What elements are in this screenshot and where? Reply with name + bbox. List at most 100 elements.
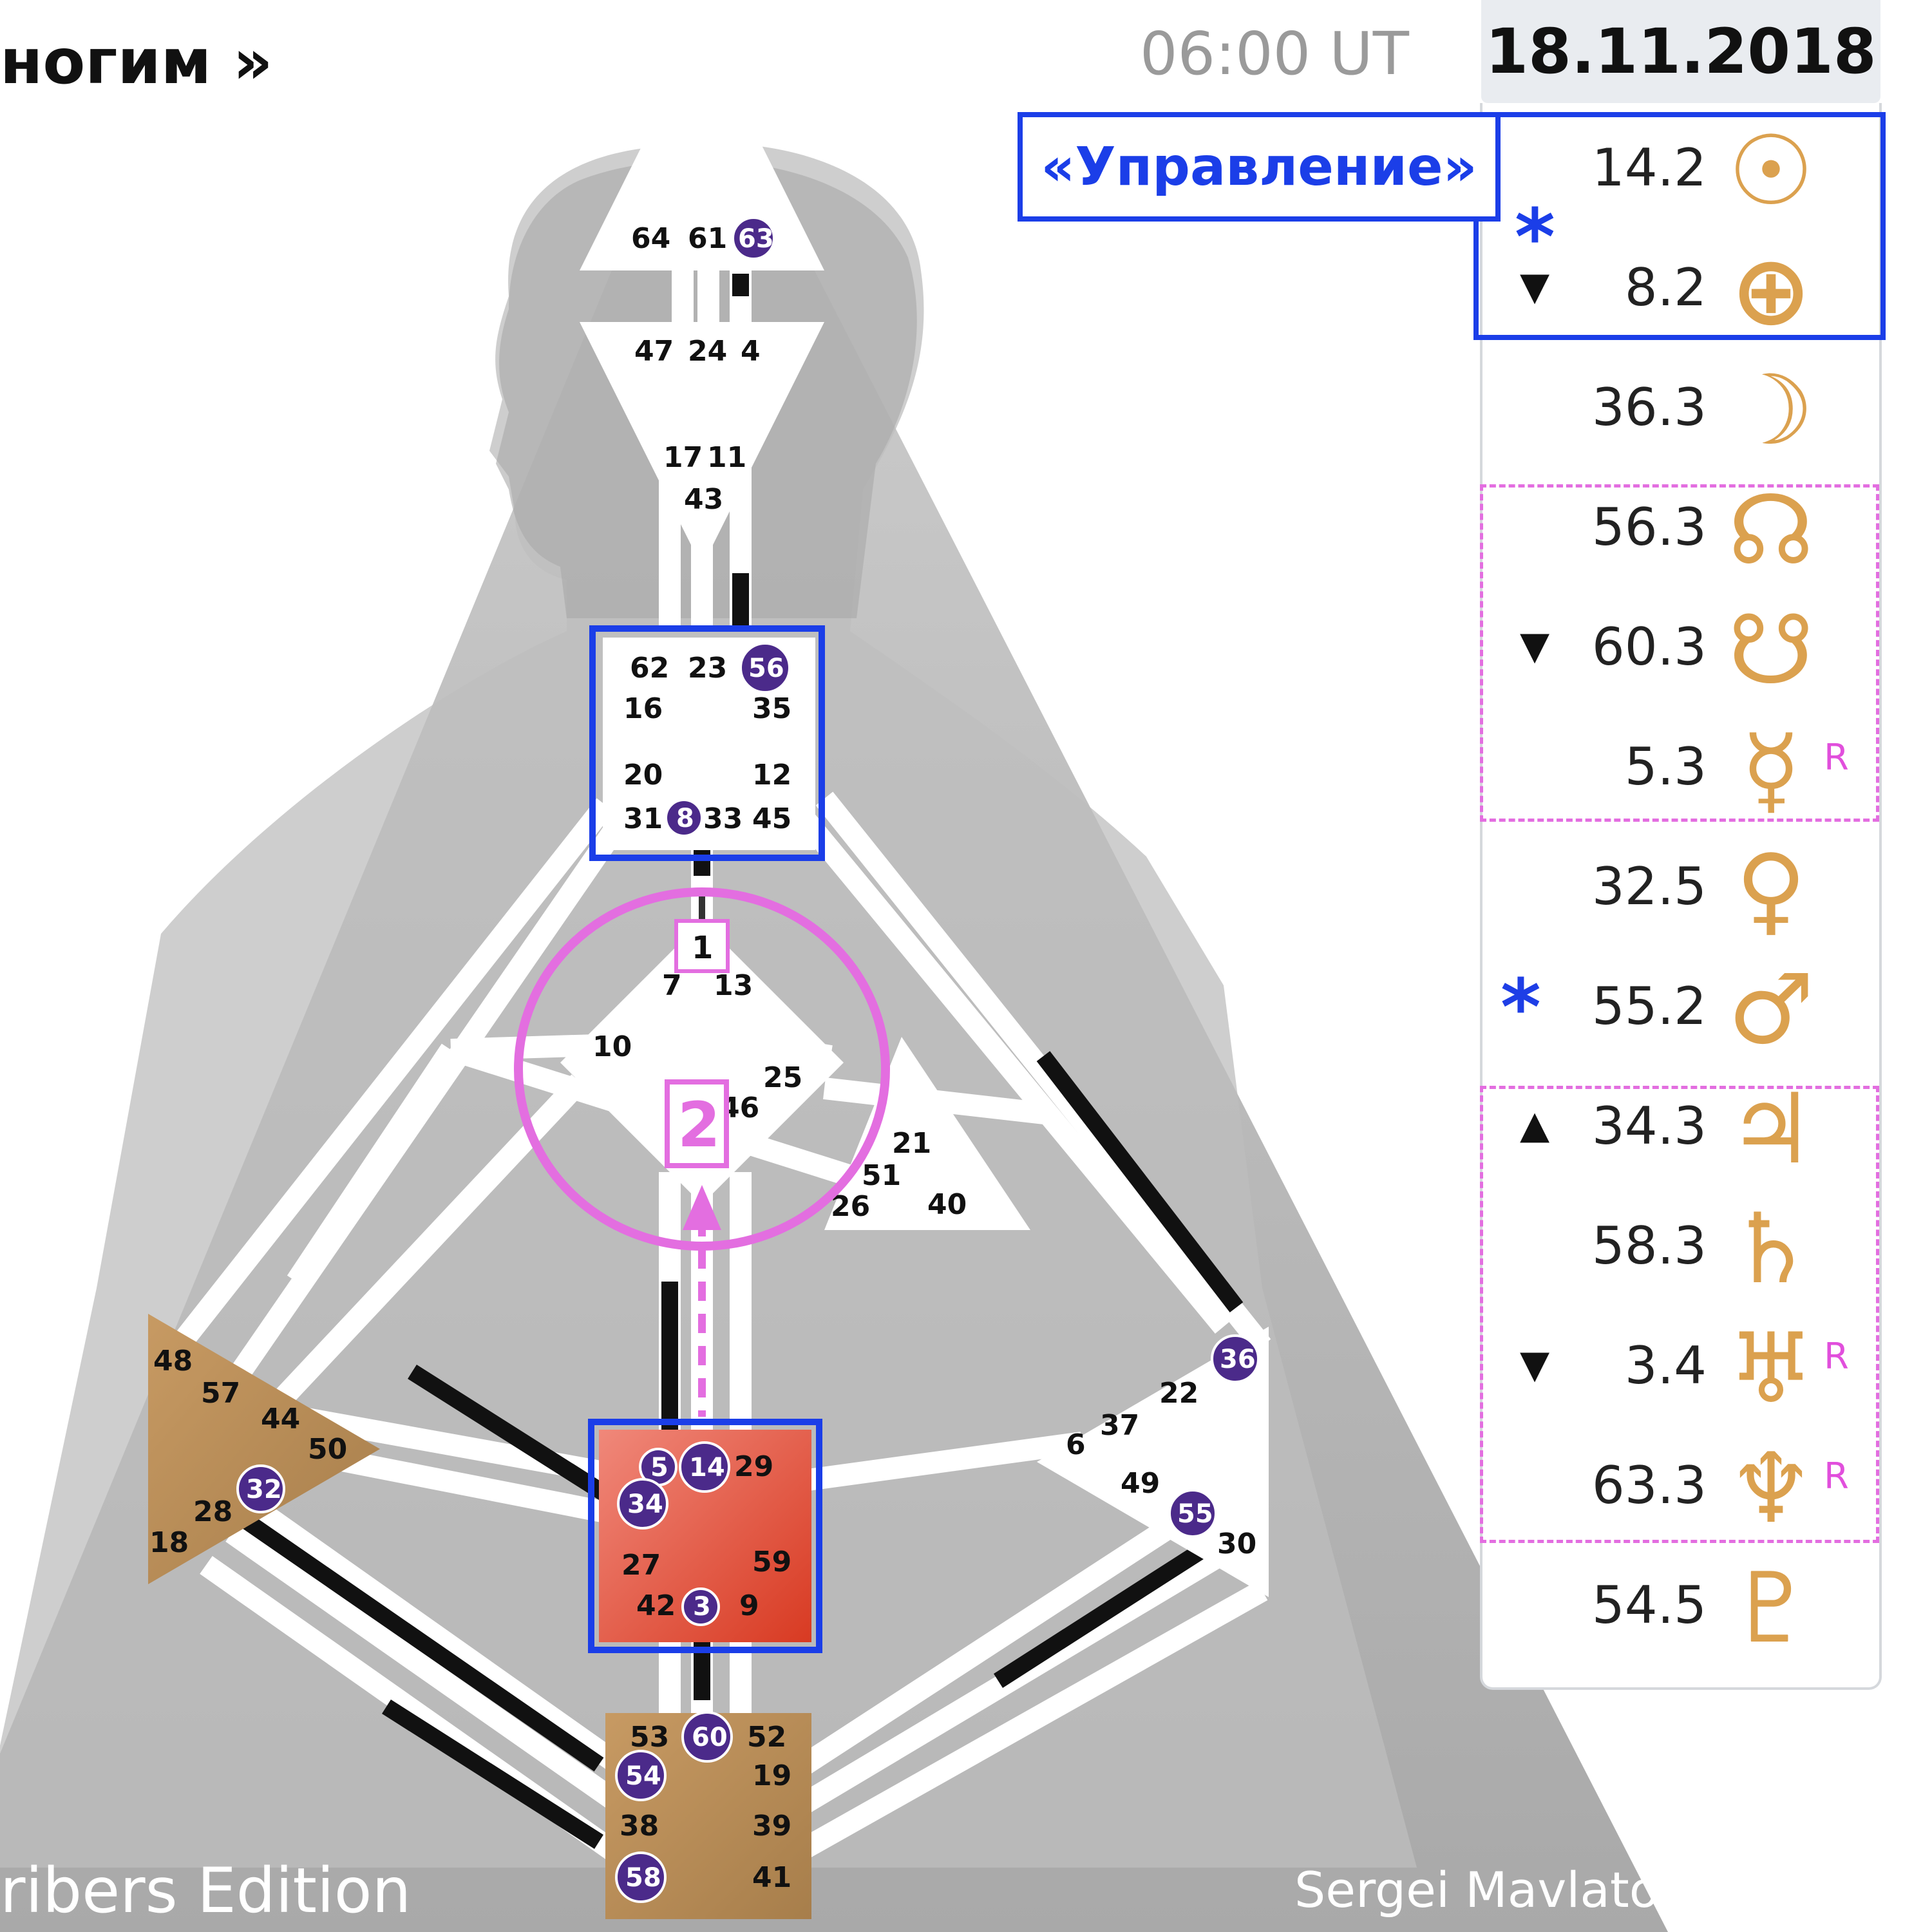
gate-10: 10: [592, 1030, 632, 1063]
active-gate-marker: [681, 1711, 733, 1763]
planet-value: 54.5: [1591, 1575, 1707, 1635]
planet-row: 54.5 ♇: [1481, 1549, 1880, 1669]
gate-55: 55: [1177, 1499, 1213, 1529]
throat-gates: 62 23 56 16 35 20 12 31 8 33 45: [623, 642, 791, 837]
chart-date: 18.11.2018: [1481, 0, 1880, 103]
planet-value: 58.3: [1591, 1216, 1707, 1276]
gate-20: 20: [623, 759, 663, 791]
gate-3: 3: [693, 1592, 711, 1622]
planet-row: *55.2♂: [1481, 951, 1880, 1070]
active-gate-marker: [1211, 1334, 1260, 1383]
retrograde-marker: R: [1824, 1336, 1849, 1378]
solar-plexus-gates: 36 22 37 6 49 55 30: [1066, 1334, 1260, 1560]
gate-12: 12: [752, 759, 791, 791]
gate-36: 36: [1220, 1345, 1256, 1374]
gate-18: 18: [149, 1526, 189, 1559]
planet-panel: [1480, 103, 1882, 1690]
sacral-gates: 5 14 29 34 27 59 42 3 9: [617, 1441, 791, 1626]
planet-value: 8.2: [1624, 258, 1707, 317]
gate-39: 39: [752, 1810, 791, 1842]
gate-38: 38: [620, 1810, 659, 1842]
gate-5: 5: [650, 1453, 668, 1482]
gate-31: 31: [623, 802, 663, 835]
spleen-gates: 48 57 44 50 32 28 18: [149, 1345, 347, 1559]
planet-row: 58.3♄: [1481, 1190, 1880, 1310]
planet-value: 34.3: [1591, 1096, 1707, 1156]
marker-2-label: 2: [677, 1089, 721, 1161]
gate-27: 27: [621, 1549, 661, 1582]
gate-4: 4: [741, 335, 761, 368]
gate-34: 34: [627, 1490, 663, 1519]
south-node-icon: ☋: [1728, 594, 1814, 706]
planet-row: 56.3☊: [1481, 471, 1880, 591]
gate-61: 61: [688, 222, 727, 255]
gate-40: 40: [927, 1188, 967, 1221]
planet-value: 55.2: [1591, 976, 1707, 1036]
gate-47: 47: [634, 335, 674, 368]
gate-53: 53: [630, 1721, 669, 1754]
gate-63: 63: [738, 224, 774, 254]
sacral-highlight-frame: [588, 1419, 822, 1653]
gate-37: 37: [1100, 1409, 1139, 1442]
jupiter-icon: ♃: [1727, 1074, 1815, 1186]
planet-row: ▲ 34.3 ♃: [1481, 1070, 1880, 1190]
gate-23: 23: [688, 652, 727, 685]
gate-25: 25: [763, 1061, 802, 1094]
gate-35: 35: [752, 692, 791, 725]
gate-51: 51: [862, 1159, 901, 1192]
chart-date-text: 18.11.2018: [1485, 15, 1877, 88]
throat-highlight-frame: [589, 625, 825, 861]
outer-planets-frame: [1480, 1086, 1879, 1543]
earth-star-marker: *: [1515, 193, 1555, 283]
planet-row: 14.2 ☉: [1481, 112, 1880, 232]
planet-row: ▼60.3☋: [1481, 591, 1880, 711]
marker-1-box: [674, 919, 730, 973]
marker-1-label: 1: [692, 930, 713, 966]
gate-33: 33: [703, 802, 743, 835]
time-ut: 06:00 UT: [1140, 19, 1409, 88]
planet-row: 5.3☿R: [1481, 711, 1880, 831]
planet-row: 32.5♀: [1481, 831, 1880, 951]
planet-value: 14.2: [1591, 138, 1707, 198]
head-center: [580, 26, 824, 270]
direction-marker: ▼: [1520, 623, 1550, 668]
gate-44: 44: [261, 1403, 300, 1435]
direction-marker: ▼: [1520, 1342, 1550, 1387]
star-marker: *: [1501, 963, 1541, 1053]
g-center-annotation-circle: [514, 887, 890, 1251]
direction-marker: ▲: [1520, 1103, 1550, 1148]
ajna-center: [580, 322, 824, 567]
neptune-icon: ♆: [1727, 1433, 1815, 1545]
gate-22: 22: [1159, 1377, 1198, 1410]
marker-2-box: [665, 1079, 729, 1168]
pink-arrow-head: [683, 1185, 721, 1230]
gate-41: 41: [752, 1861, 791, 1894]
gate-64: 64: [631, 222, 670, 255]
gate-57: 57: [201, 1377, 240, 1410]
gate-17: 17: [663, 441, 703, 474]
gate-11: 11: [707, 441, 746, 474]
planet-value: 63.3: [1591, 1455, 1707, 1515]
gate-32: 32: [246, 1475, 282, 1504]
planet-value: 32.5: [1591, 857, 1707, 916]
head-gates: 64 61 63: [631, 216, 775, 260]
edition-label: ribers Edition: [0, 1855, 412, 1927]
active-gate-marker: [1168, 1489, 1217, 1538]
gate-19: 19: [752, 1759, 791, 1792]
gate-60: 60: [692, 1723, 728, 1752]
gate-52: 52: [747, 1721, 786, 1754]
pluto-icon: ♇: [1727, 1553, 1815, 1665]
sun-icon: ☉: [1727, 115, 1815, 227]
active-gate-marker: [681, 1587, 720, 1626]
active-gate-marker: [615, 1852, 667, 1903]
active-gate-marker: [665, 799, 703, 837]
gate-21: 21: [892, 1127, 931, 1160]
gate-54: 54: [625, 1761, 661, 1791]
earth-icon: ⊕: [1730, 235, 1812, 347]
retrograde-marker: R: [1824, 737, 1849, 779]
active-gate-marker: [617, 1478, 668, 1530]
control-label: «Управление»: [1018, 112, 1501, 222]
active-gate-marker: [679, 1441, 730, 1493]
planet-row: ▼3.4♅R: [1481, 1310, 1880, 1430]
